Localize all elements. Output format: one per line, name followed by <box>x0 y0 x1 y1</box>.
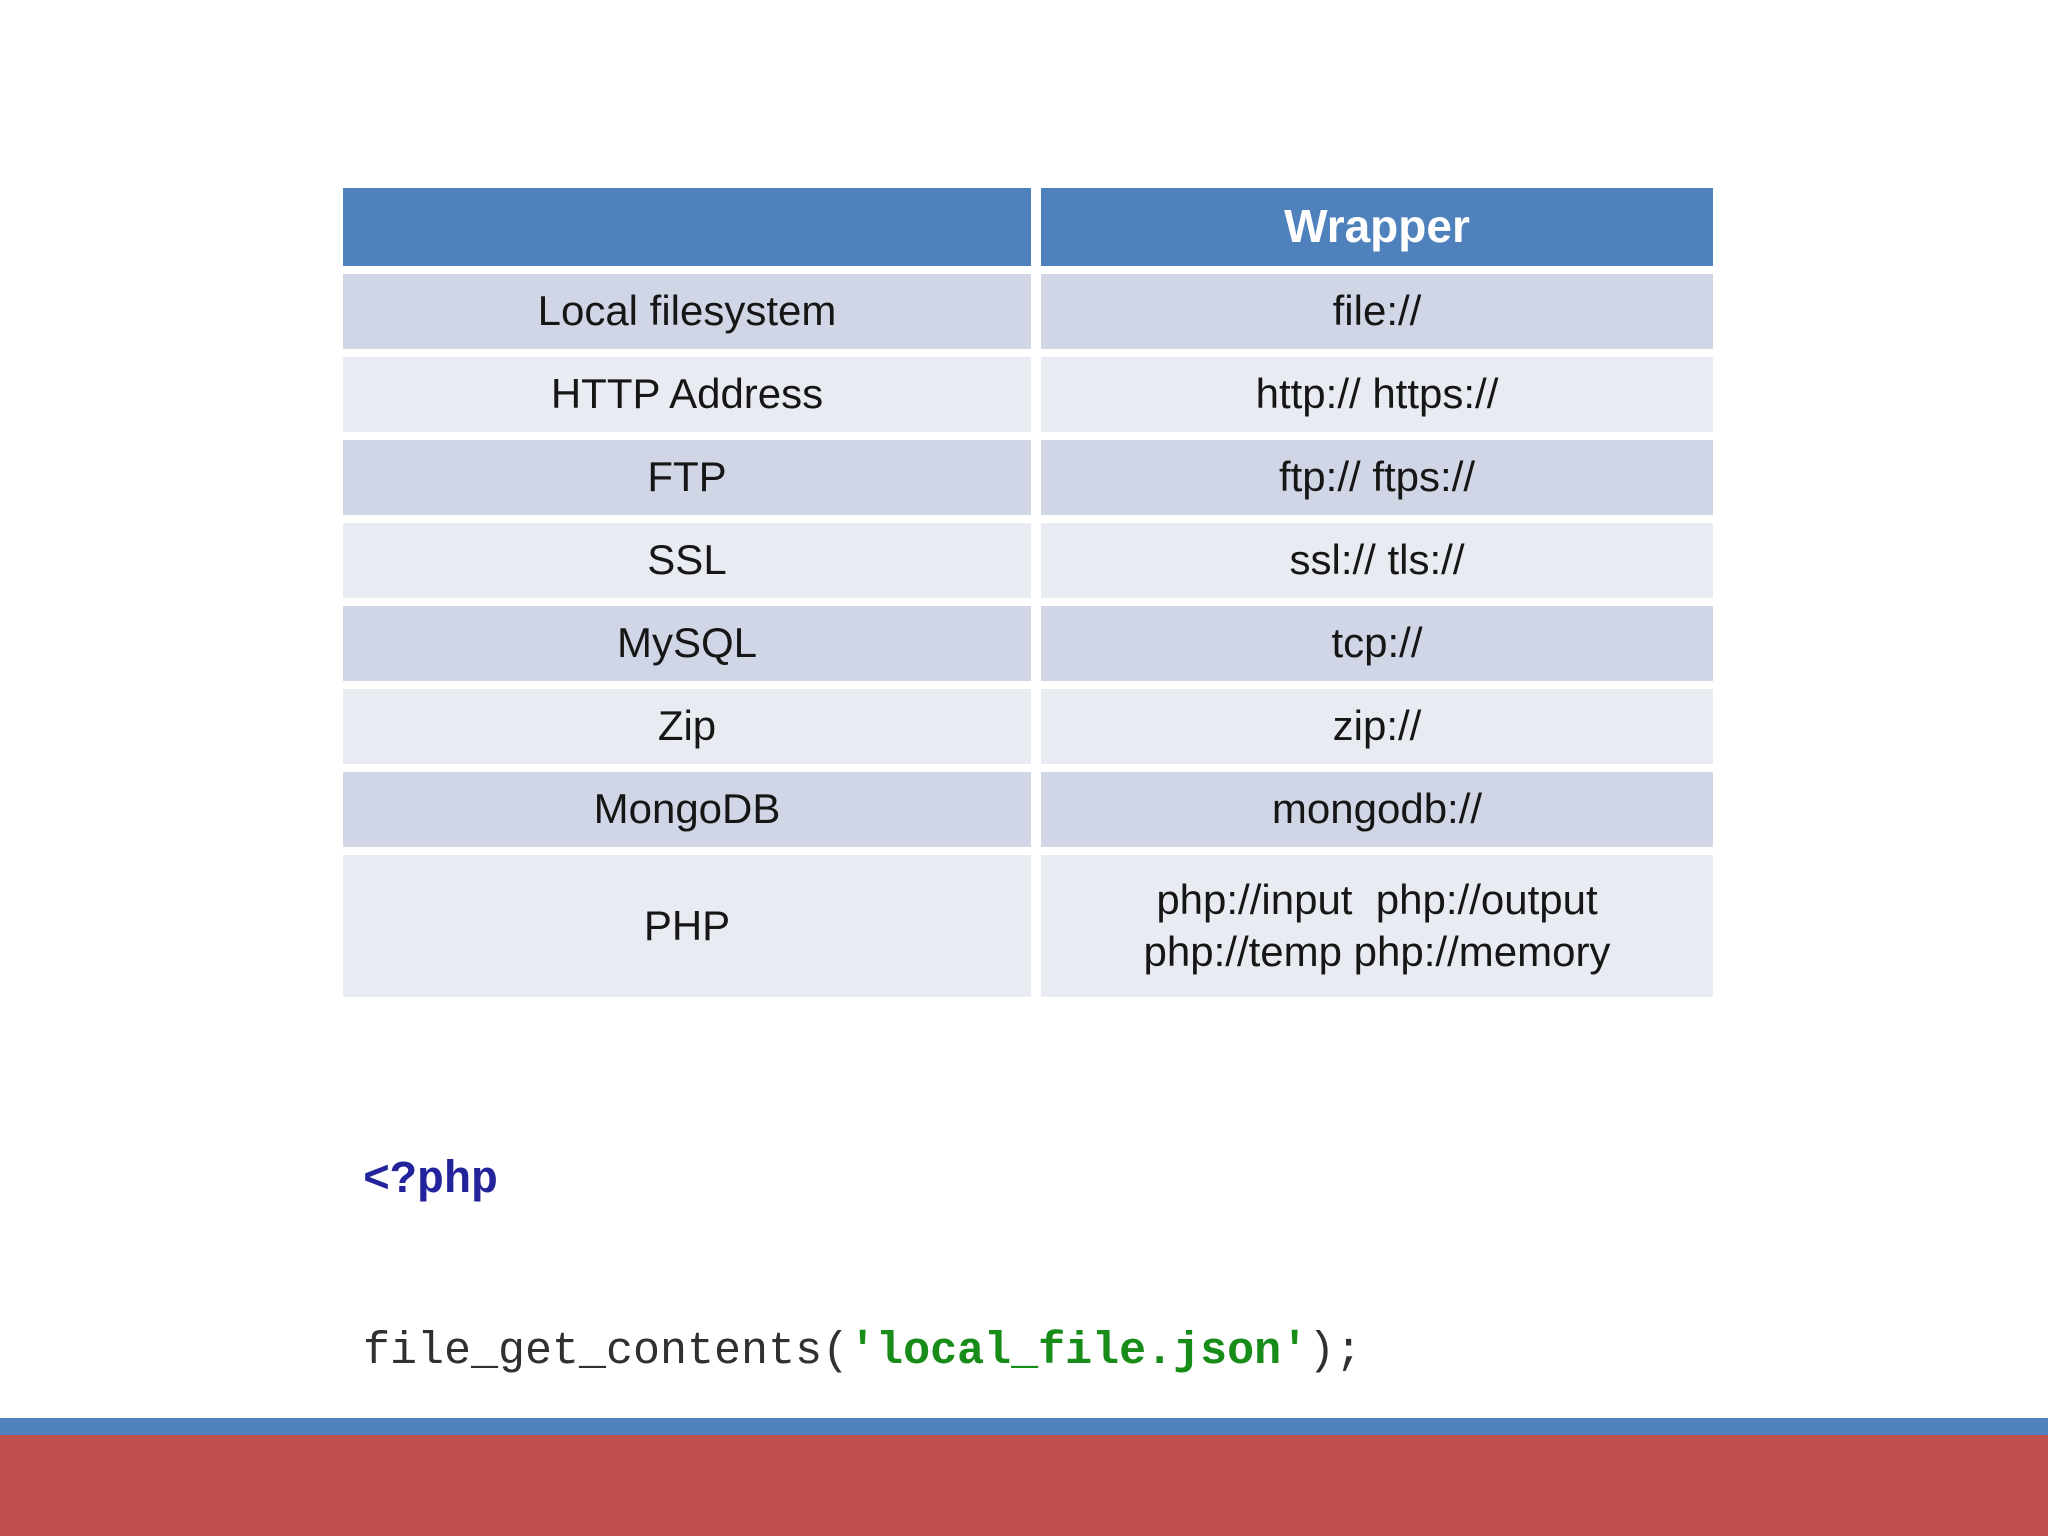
wrapper-cell: ftp:// ftps:// <box>1041 440 1713 515</box>
code-line: <?php <box>363 1152 1632 1209</box>
wrapper-cell: http:// https:// <box>1041 357 1713 432</box>
wrapper-cell: mongodb:// <box>1041 772 1713 847</box>
protocol-cell: FTP <box>343 440 1031 515</box>
protocol-cell: MongoDB <box>343 772 1031 847</box>
protocol-cell: PHP <box>343 855 1031 997</box>
wrapper-cell: tcp:// <box>1041 606 1713 681</box>
wrapper-cell: zip:// <box>1041 689 1713 764</box>
protocol-cell: MySQL <box>343 606 1031 681</box>
wrapper-cell: ssl:// tls:// <box>1041 523 1713 598</box>
protocol-cell: SSL <box>343 523 1031 598</box>
code-line: file_get_contents('local_file.json'); <box>363 1323 1632 1380</box>
code-function-call: file_get_contents( <box>363 1326 850 1377</box>
wrapper-cell: php://input php://output php://temp php:… <box>1041 855 1713 997</box>
protocol-cell: HTTP Address <box>343 357 1031 432</box>
php-open-tag: <?php <box>363 1155 499 1206</box>
header-cell-protocol <box>343 188 1031 266</box>
footer-bar <box>0 1435 2048 1536</box>
protocol-cell: Zip <box>343 689 1031 764</box>
wrapper-cell: file:// <box>1041 274 1713 349</box>
code-statement-end: ); <box>1308 1326 1363 1377</box>
header-cell-wrapper: Wrapper <box>1041 188 1713 266</box>
protocol-cell: Local filesystem <box>343 274 1031 349</box>
footer-accent-line <box>0 1418 2048 1435</box>
code-string: 'local_file.json' <box>849 1326 1309 1377</box>
